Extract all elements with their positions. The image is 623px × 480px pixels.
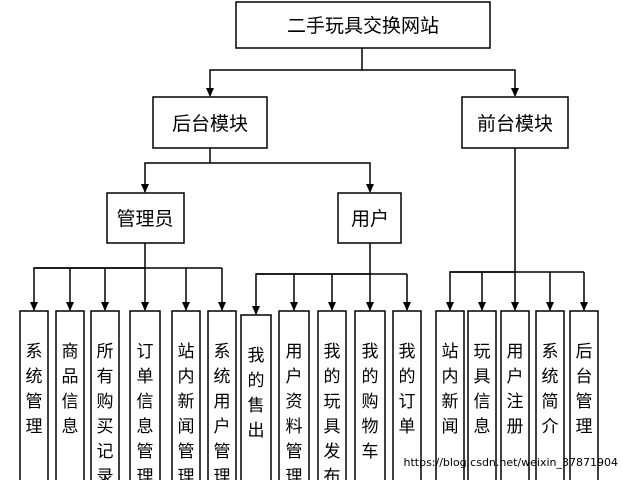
leaf-box	[392, 310, 422, 480]
leaf-label: 用户资料管理	[286, 342, 303, 480]
leaf-box	[171, 310, 201, 480]
leaf-node-admin-1: 系统管理	[19, 310, 49, 480]
leaf-label: 用户注册	[507, 342, 524, 437]
leaf-label: 系统简介	[542, 342, 559, 437]
leaf-label: 玩具信息	[474, 342, 491, 437]
leaf-box	[354, 310, 386, 480]
leaf-node-user-3: 我的玩具发布	[317, 310, 347, 480]
leaf-box	[55, 310, 85, 480]
leaf-label: 所有购买记录	[97, 342, 114, 480]
frontend-module-label: 前台模块	[477, 113, 553, 135]
leaf-label: 订单信息管理	[137, 342, 154, 480]
leaf-node-user-4: 我的购物车	[354, 310, 386, 480]
root-label: 二手玩具交换网站	[287, 15, 439, 37]
leaf-node-admin-2: 商品信息	[55, 310, 85, 480]
connectors	[33, 48, 585, 314]
leaf-label: 后台管理	[576, 342, 593, 437]
backend-module-node: 后台模块	[152, 96, 268, 149]
leaf-box	[569, 310, 599, 480]
leaf-label: 商品信息	[62, 342, 79, 437]
backend-module-label: 后台模块	[172, 113, 248, 135]
user-role-node: 用户	[337, 192, 402, 244]
leaf-box	[317, 310, 347, 480]
leaf-label: 我的订单	[399, 342, 416, 437]
leaf-label: 我的购物车	[362, 342, 379, 462]
root-node: 二手玩具交换网站	[235, 1, 491, 49]
leaf-box	[240, 314, 272, 480]
leaf-box	[19, 310, 49, 480]
leaf-box	[500, 310, 530, 480]
admin-role-node: 管理员	[106, 192, 185, 244]
leaf-node-admin-6: 系统用户管理	[207, 310, 237, 480]
frontend-module-node: 前台模块	[461, 96, 569, 149]
leaf-box	[435, 310, 465, 480]
leaf-box	[467, 310, 497, 480]
leaf-label: 站内新闻管理	[178, 342, 195, 480]
leaf-label: 我的玩具发布	[324, 342, 341, 480]
leaf-node-frontend-1: 站内新闻	[435, 310, 465, 480]
leaf-node-user-1: 我的售出	[240, 314, 272, 480]
leaf-box	[207, 310, 237, 480]
leaf-node-user-5: 我的订单	[392, 310, 422, 480]
leaf-node-frontend-3: 用户注册	[500, 310, 530, 480]
leaf-node-frontend-4: 系统简介	[535, 310, 565, 480]
leaf-label: 站内新闻	[442, 342, 459, 437]
leaf-node-admin-3: 所有购买记录	[90, 310, 120, 480]
arrowheads	[30, 88, 588, 315]
leaf-label: 我的售出	[248, 346, 265, 441]
leaf-label: 系统管理	[26, 342, 43, 437]
watermark: https://blog.csdn.net/weixin_37871904	[403, 456, 618, 469]
leaf-node-admin-5: 站内新闻管理	[171, 310, 201, 480]
leaf-node-frontend-5: 后台管理	[569, 310, 599, 480]
admin-role-label: 管理员	[116, 208, 173, 230]
leaf-node-frontend-2: 玩具信息	[467, 310, 497, 480]
leaf-box	[278, 310, 310, 480]
leaf-node-user-2: 用户资料管理	[278, 310, 310, 480]
leaf-box	[129, 310, 161, 480]
leaf-box	[90, 310, 120, 480]
leaf-box	[535, 310, 565, 480]
user-role-label: 用户	[351, 208, 389, 230]
leaf-label: 系统用户管理	[214, 342, 231, 480]
leaf-node-admin-4: 订单信息管理	[129, 310, 161, 480]
